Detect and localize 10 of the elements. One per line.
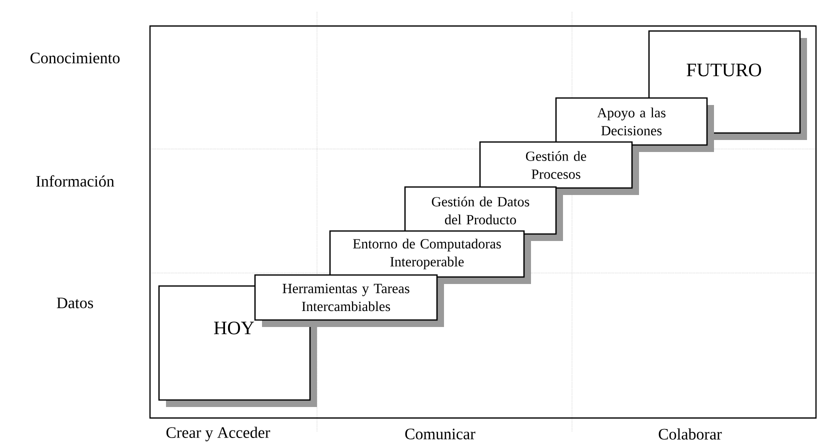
step-box: Entorno de Computadoras Interoperable: [329, 230, 531, 284]
axis-label: Datos: [56, 298, 94, 308]
step-box: Apoyo a las Decisiones: [555, 97, 714, 152]
axis-label: Conocimiento: [30, 52, 120, 64]
step-box: Gestión de Procesos: [479, 141, 639, 195]
axis-label: Información: [36, 175, 114, 187]
axis-label: Crear y Acceder: [166, 426, 270, 442]
axis-label: Comunicar: [405, 428, 476, 440]
step-box: Herramientas y Tareas Intercambiables: [254, 274, 444, 327]
axis-label: Colaborar: [658, 428, 722, 440]
